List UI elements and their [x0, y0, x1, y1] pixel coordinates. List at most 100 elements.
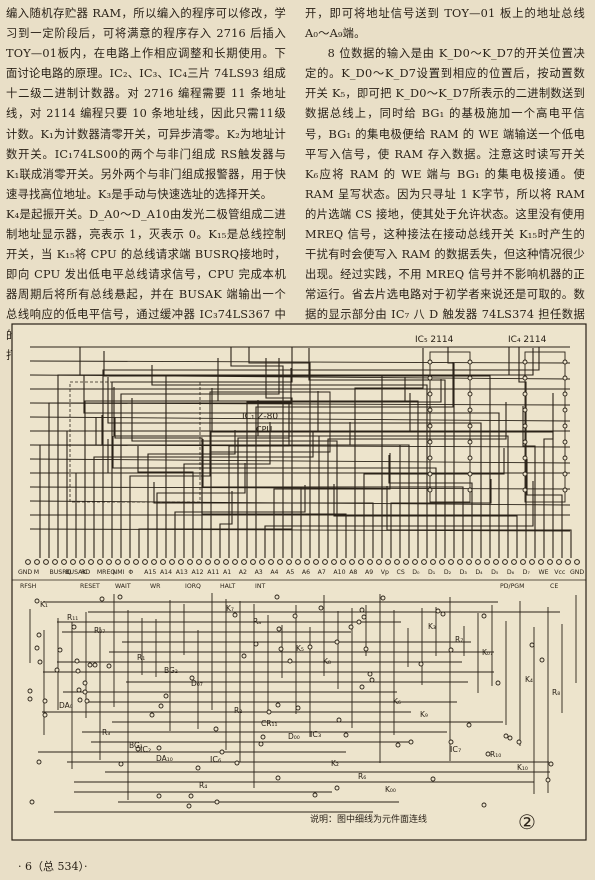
pad	[295, 705, 301, 711]
bus-pin-label: A2	[239, 569, 247, 576]
pad	[151, 559, 157, 565]
pcb-layout-diagram: IC₅ 2114 IC₄ 2114 IC₁ Z-80 CPU IC₃ IC₇ I…	[11, 323, 587, 841]
pad	[467, 359, 473, 365]
pad	[268, 559, 274, 565]
trace	[273, 453, 391, 558]
pad	[214, 799, 220, 805]
pad	[574, 559, 580, 565]
pad	[76, 687, 82, 693]
component-label: K₄	[525, 675, 533, 684]
paragraph: 开，即可将地址信号送到 TOY—01 板上的地址总线 A₀～A₉端。	[305, 7, 585, 41]
pad	[277, 559, 283, 565]
pad	[195, 765, 201, 771]
ic-label: IC₂	[140, 745, 151, 754]
trace	[29, 416, 571, 422]
pad	[241, 653, 247, 659]
pad	[340, 559, 346, 565]
pad	[359, 684, 365, 690]
component-label: K₈	[323, 657, 331, 666]
pad	[278, 646, 284, 652]
pad	[336, 717, 342, 723]
pad	[196, 559, 202, 565]
component-label: R₁₁	[67, 613, 78, 622]
pad	[395, 742, 401, 748]
pad	[106, 559, 112, 565]
pad	[124, 559, 130, 565]
pad	[427, 423, 433, 429]
component-label: K₃	[428, 622, 436, 631]
pad	[71, 624, 77, 630]
bus-pin-label: Vp	[381, 569, 389, 576]
trace	[113, 387, 320, 558]
component-label: K₆	[393, 697, 401, 706]
pad	[522, 375, 528, 381]
component-label: R₃	[102, 728, 110, 737]
pad	[118, 761, 124, 767]
bus-pin-label: A5	[286, 569, 294, 576]
pad	[169, 559, 175, 565]
pad	[34, 645, 40, 651]
trace	[518, 347, 527, 558]
pad	[82, 689, 88, 695]
pad	[467, 407, 473, 413]
pad	[427, 487, 433, 493]
bus-pin-label: MREQ	[97, 569, 116, 576]
pad	[260, 734, 266, 740]
trace	[526, 459, 563, 558]
pad	[258, 741, 264, 747]
article-column-right: 开，即可将地址信号送到 TOY—01 板上的地址总线 A₀～A₉端。 8 位数据…	[305, 4, 585, 366]
pad	[349, 559, 355, 565]
pad	[213, 726, 219, 732]
pad	[457, 559, 463, 565]
article-column-left: 编入随机存贮器 RAM，所以编入的程序可以修改，学习到一定阶段后，可将满意的程序…	[6, 4, 286, 366]
pad	[430, 559, 436, 565]
pad	[304, 559, 310, 565]
pad	[36, 632, 42, 638]
pad	[522, 359, 528, 365]
trace	[29, 500, 571, 506]
pad	[562, 455, 568, 461]
trace	[201, 494, 347, 558]
pad	[331, 559, 337, 565]
pad	[77, 697, 83, 703]
pad	[466, 559, 472, 565]
component-label: R₇	[455, 635, 463, 644]
trace	[107, 377, 482, 558]
pad	[275, 702, 281, 708]
trace	[111, 347, 293, 558]
pad	[467, 439, 473, 445]
pad	[385, 559, 391, 565]
pad	[522, 471, 528, 477]
pad	[232, 559, 238, 565]
pad	[467, 471, 473, 477]
figure-number: ②	[518, 810, 536, 834]
pad	[467, 487, 473, 493]
bus-pin-label: WR	[150, 583, 161, 590]
component-label: K₁	[40, 600, 48, 609]
bus-pin-label: A4	[270, 569, 278, 576]
pad	[448, 647, 454, 653]
bus-pin-label: CS	[397, 569, 405, 576]
pad	[522, 407, 528, 413]
pad	[522, 487, 528, 493]
pad	[520, 559, 526, 565]
bus-pin-label: D₂	[444, 569, 452, 576]
bus-pin-label: PD/PGM	[500, 583, 524, 590]
pad	[516, 739, 522, 745]
pad	[427, 391, 433, 397]
bus-pin-label: A9	[365, 569, 373, 576]
trace	[29, 402, 571, 406]
pad	[466, 722, 472, 728]
pad	[88, 559, 94, 565]
component-label: D₀₀	[288, 732, 300, 741]
pad	[149, 712, 155, 718]
pcb-figure: IC₅ 2114 IC₄ 2114 IC₁ Z-80 CPU IC₃ IC₇ I…	[10, 322, 588, 842]
pad	[313, 559, 319, 565]
component-label: BG₁	[129, 741, 143, 750]
pad	[484, 559, 490, 565]
pad	[219, 749, 225, 755]
trace	[237, 440, 464, 558]
traces-lower	[29, 593, 577, 813]
component-label: BG₂	[164, 666, 178, 675]
